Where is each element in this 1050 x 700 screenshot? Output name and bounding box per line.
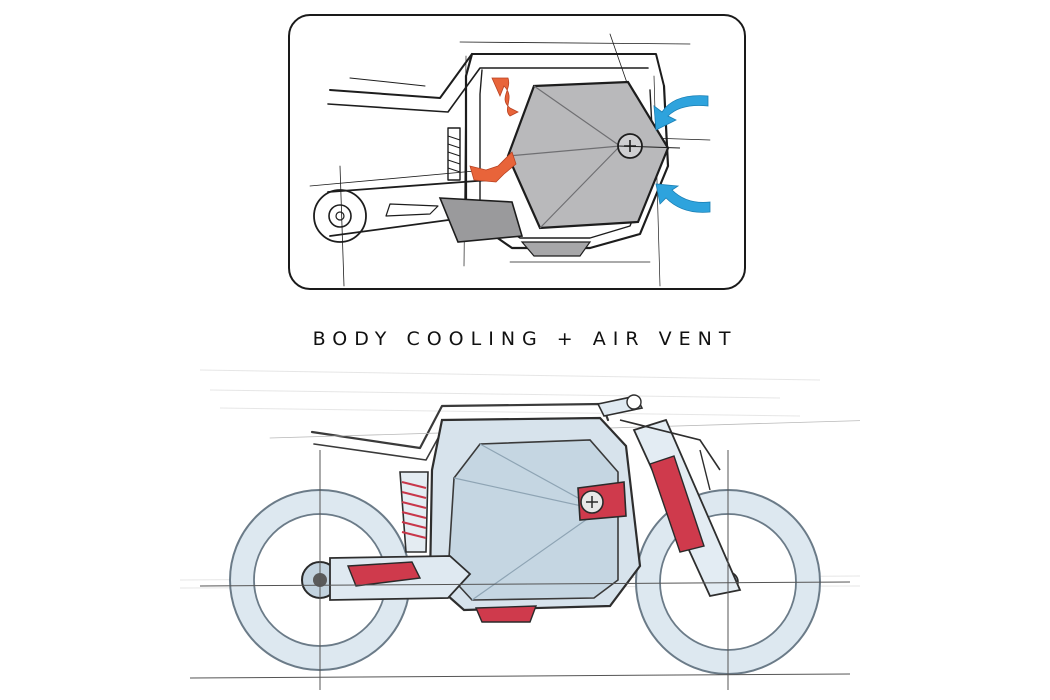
- front-air-vent: [649, 455, 705, 553]
- battery-terminal: [577, 481, 627, 521]
- handlebar: [596, 394, 644, 417]
- hot-air-arrow-lower: [469, 151, 517, 183]
- section-title: BODY COOLING + AIR VENT: [312, 328, 738, 350]
- cool-air-arrow-upper: [653, 95, 709, 131]
- hot-air-arrow-upper: [491, 77, 519, 117]
- ground-lines: [189, 450, 851, 690]
- cool-air-arrow-lower: [655, 183, 711, 213]
- rear-shock: [399, 471, 429, 553]
- battery-pack: [506, 80, 681, 230]
- cooling-detail-sketch: [309, 33, 711, 287]
- motor-housing-shape: [438, 197, 524, 243]
- swingarm: [329, 555, 472, 601]
- cooling-detail-panel: [288, 14, 746, 290]
- front-fork: [619, 418, 742, 598]
- lower-air-vent: [474, 605, 538, 623]
- motorcycle-sketch: [180, 360, 860, 695]
- motorcycle-drawing: [180, 369, 860, 690]
